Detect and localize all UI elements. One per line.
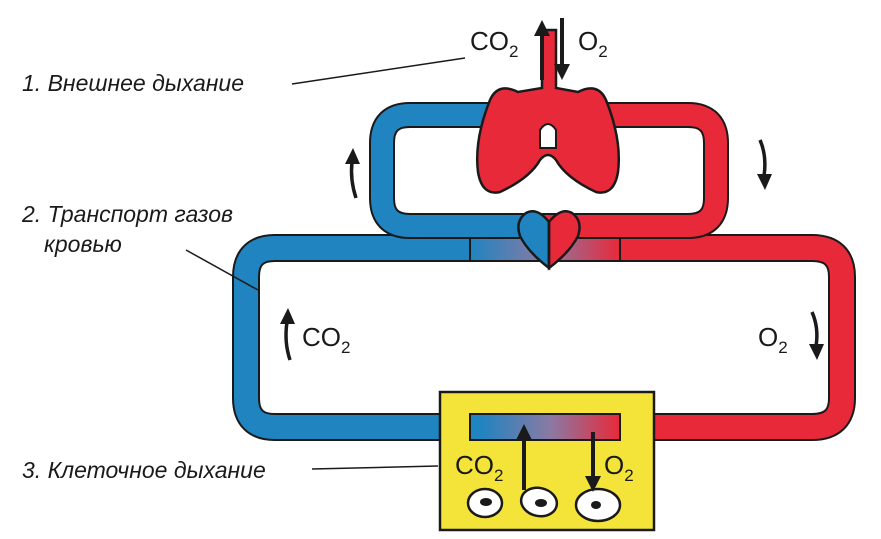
lung-co2-arrow bbox=[534, 20, 550, 80]
cell-1 bbox=[466, 487, 504, 519]
cell-2 bbox=[519, 486, 559, 518]
capillary bbox=[469, 413, 621, 441]
lungs-icon bbox=[475, 28, 621, 194]
pulmonary-loop bbox=[369, 102, 729, 239]
flow-arrow-pulmonary-down bbox=[757, 139, 772, 190]
label-gas-transport: 2. Транспорт газов bbox=[21, 201, 233, 227]
label-cellular-respiration: 3. Клеточное дыхание bbox=[22, 457, 266, 483]
venous-vessel bbox=[234, 236, 490, 439]
label-external-respiration: 1. Внешнее дыхание bbox=[22, 70, 244, 96]
systemic-o2-label: O2 bbox=[758, 322, 788, 357]
arterial-vessel bbox=[600, 236, 854, 439]
flow-arrow-systemic-down bbox=[809, 311, 824, 360]
leader-transport bbox=[185, 249, 259, 291]
flow-arrow-systemic-up bbox=[280, 308, 295, 361]
leader-external bbox=[291, 57, 466, 85]
tissue-cells bbox=[466, 486, 622, 523]
heart-icon bbox=[517, 210, 581, 271]
label-gas-transport-line2: кровью bbox=[44, 231, 122, 257]
lung-o2-label: O2 bbox=[578, 26, 608, 61]
flow-arrow-pulmonary-up bbox=[345, 148, 360, 199]
lung-o2-arrow bbox=[554, 18, 570, 80]
tissue-co2-label: CO2 bbox=[455, 450, 503, 485]
lung-co2-label: CO2 bbox=[470, 26, 518, 61]
cell-3 bbox=[574, 487, 622, 523]
leader-cellular bbox=[311, 465, 439, 470]
tissue-co2-arrow bbox=[516, 424, 532, 490]
systemic-co2-label: CO2 bbox=[302, 322, 350, 357]
tissue-o2-arrow bbox=[585, 432, 601, 492]
tissue-o2-label: O2 bbox=[604, 450, 634, 485]
